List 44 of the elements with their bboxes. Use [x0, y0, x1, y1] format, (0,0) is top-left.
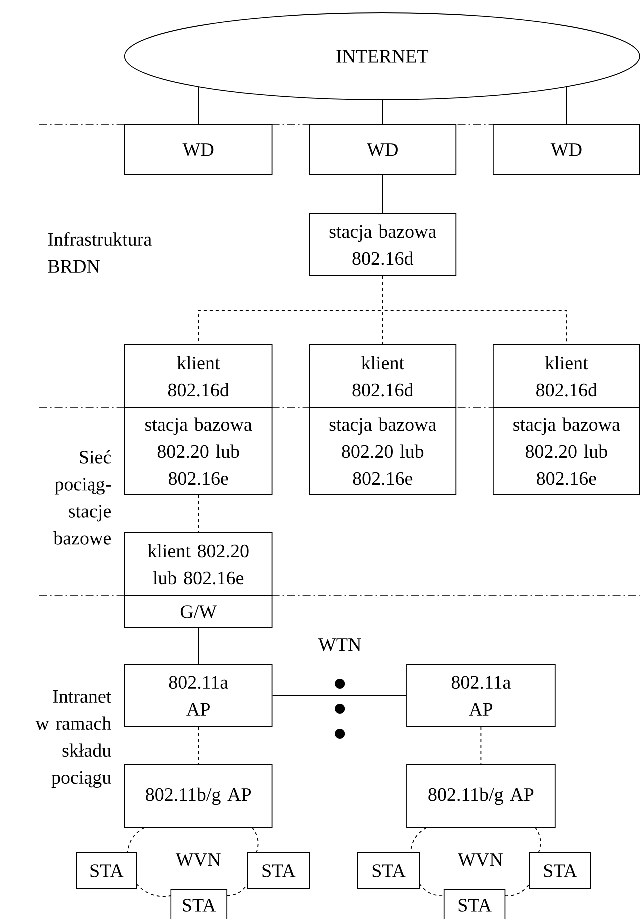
connector-line	[252, 828, 259, 854]
device-box: klient 802.16d	[309, 344, 457, 408]
device-box: WD	[124, 124, 273, 176]
device-box: 802.11a AP	[124, 664, 273, 728]
device-box: 802.11b/g AP	[124, 764, 273, 828]
connector-line	[127, 828, 145, 854]
device-box: stacja bazowa 802.20 lub 802.16e	[493, 408, 640, 496]
connector-line	[136, 884, 172, 898]
station-box: STA	[529, 852, 592, 890]
device-box: 802.11a AP	[406, 664, 556, 728]
connector-line	[419, 884, 445, 896]
connector-line	[198, 727, 200, 765]
network-label: WVN	[176, 854, 221, 866]
network-label: WVN	[458, 854, 503, 866]
connector-line	[566, 86, 568, 125]
connector-line	[198, 495, 200, 533]
connector-line	[504, 884, 530, 896]
section-label: Infrastruktura BRDN	[48, 232, 152, 273]
device-box: 802.11b/g AP	[406, 764, 556, 828]
connector-line	[410, 828, 428, 854]
station-box: STA	[170, 890, 228, 919]
device-box: WD	[493, 124, 640, 176]
connector-line	[198, 628, 200, 665]
network-label: WTN	[318, 638, 362, 652]
device-box: stacja bazowa 802.20 lub 802.16e	[309, 408, 457, 496]
device-box: G/W	[124, 596, 273, 628]
connector-line	[382, 100, 384, 125]
connector-line	[198, 86, 200, 125]
connector-line	[226, 884, 248, 896]
connector-line	[535, 828, 542, 854]
device-box: stacja bazowa 802.20 lub 802.16e	[124, 408, 273, 496]
section-label: Intranet w ramach składu pociągu	[36, 690, 112, 788]
device-box: klient 802.16d	[124, 344, 273, 408]
section-label: Sieć pociąg-stacje bazowe	[54, 450, 112, 545]
device-box: stacja bazowa 802.16d	[309, 214, 457, 276]
device-box: WD	[309, 124, 457, 176]
connector-line	[480, 727, 482, 765]
station-box: STA	[76, 852, 138, 890]
device-box: klient 802.20 lub 802.16e	[124, 532, 273, 596]
station-box: STA	[247, 852, 310, 890]
device-box: klient 802.16d	[493, 344, 640, 408]
station-box: STA	[357, 852, 420, 890]
station-box: STA	[444, 890, 506, 919]
connector-line	[382, 175, 384, 214]
